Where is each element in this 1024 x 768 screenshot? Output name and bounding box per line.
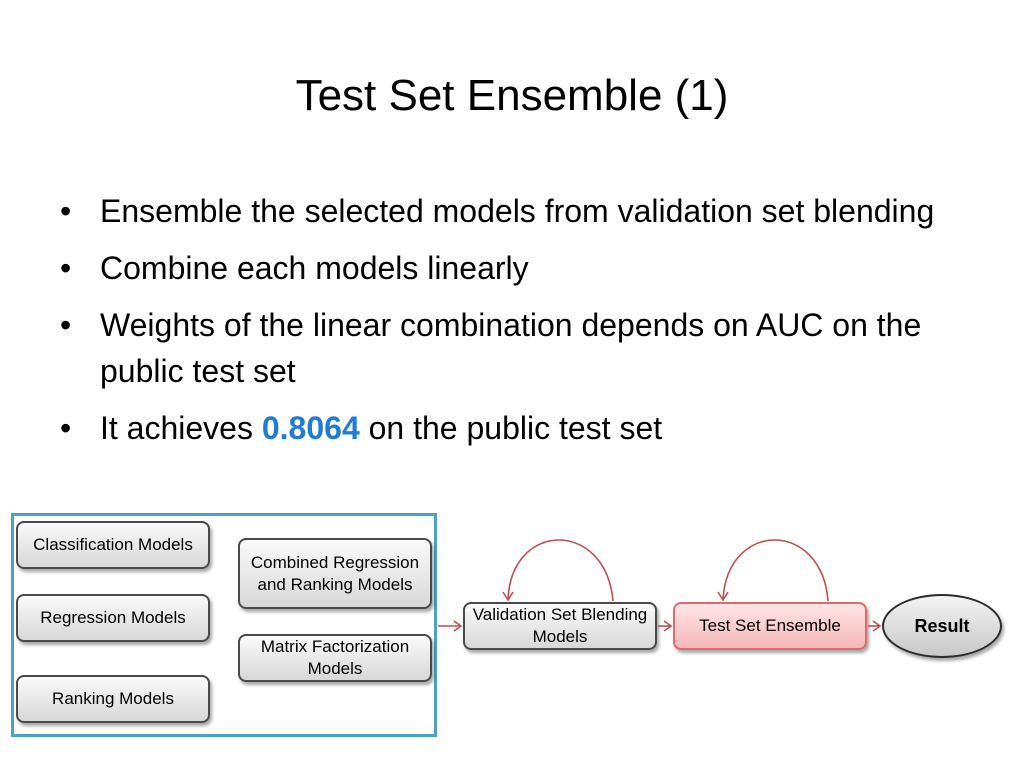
arrowhead <box>663 620 673 632</box>
bullet-item: It achieves 0.8064 on the public test se… <box>58 405 958 451</box>
matrix-factorization-box: Matrix Factorization Models <box>238 634 432 682</box>
arrowhead <box>453 620 463 632</box>
validation-self-loop <box>507 539 614 602</box>
result-node: Result <box>882 594 1002 658</box>
combined-models-box: Combined Regression and Ranking Models <box>238 538 432 609</box>
auc-score: 0.8064 <box>261 410 360 446</box>
classification-models-box: Classification Models <box>16 521 210 569</box>
ranking-models-box: Ranking Models <box>16 675 210 723</box>
bullet-item: Combine each models linearly <box>58 245 958 291</box>
bullet-list: Ensemble the selected models from valida… <box>58 188 958 462</box>
bullet-item: Weights of the linear combination depend… <box>58 302 958 394</box>
slide-title: Test Set Ensemble (1) <box>295 71 729 120</box>
arrowhead <box>502 591 514 602</box>
test-set-ensemble-box: Test Set Ensemble <box>673 602 867 650</box>
regression-models-box: Regression Models <box>16 594 210 642</box>
bullet-item: Ensemble the selected models from valida… <box>58 188 958 234</box>
arrowhead <box>717 591 729 602</box>
test-ensemble-self-loop <box>722 539 829 602</box>
bullet-text: on the public test set <box>359 410 663 446</box>
bullet-text: It achieves <box>100 410 262 446</box>
validation-blending-box: Validation Set Blending Models <box>463 602 657 650</box>
arrowhead <box>872 620 882 632</box>
